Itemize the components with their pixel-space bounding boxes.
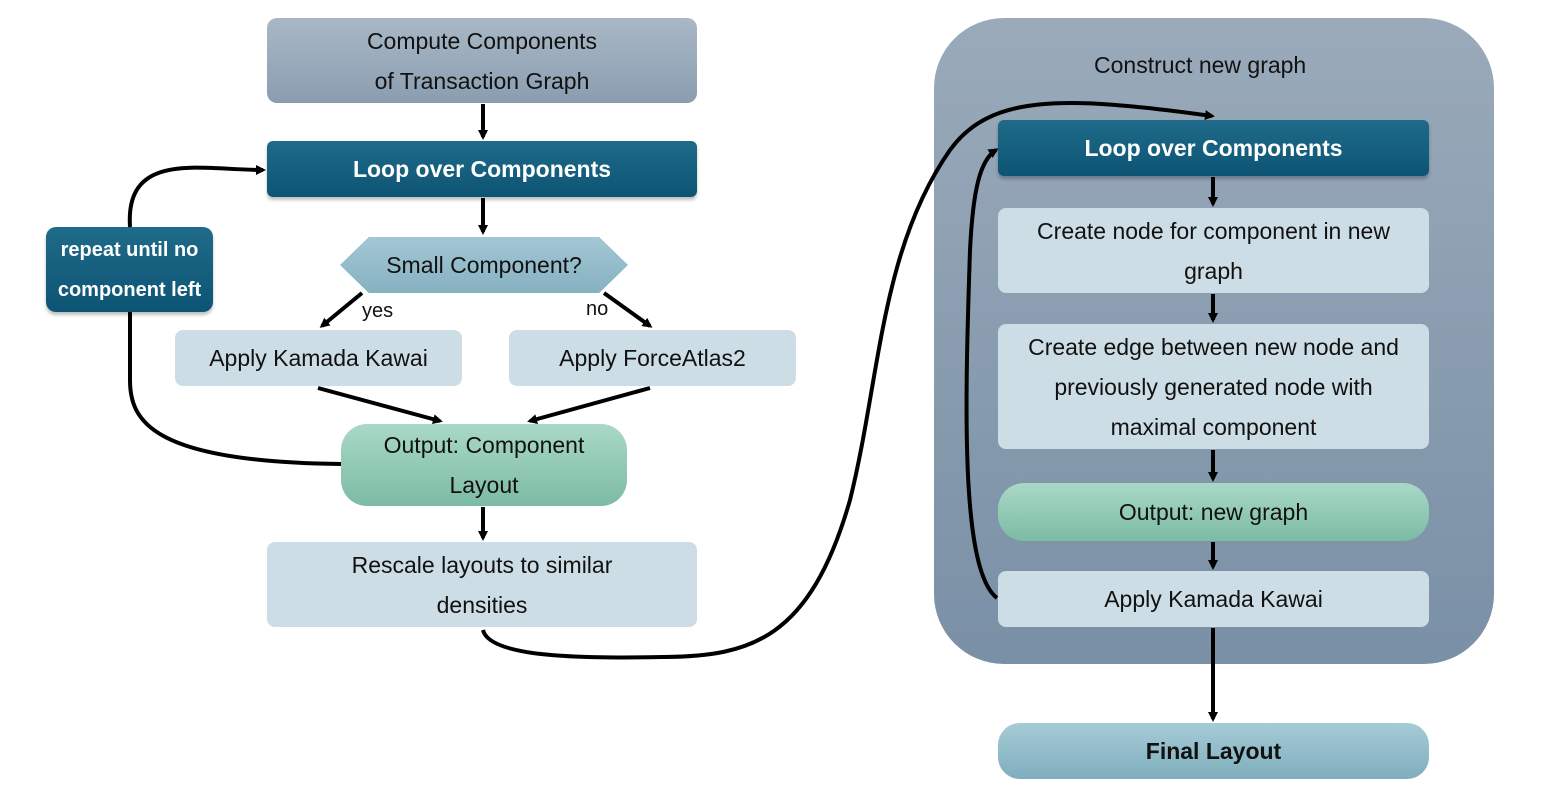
- right-loop-over-components-node[interactable]: Loop over Components: [998, 120, 1429, 176]
- arrow-rescale-to-right-loop: [481, 101, 1215, 660]
- apply-forceatlas2-node[interactable]: Apply ForceAtlas2: [509, 330, 796, 386]
- final-layout-node[interactable]: Final Layout: [998, 723, 1429, 779]
- apply-kamada-kawai-node[interactable]: Apply Kamada Kawai: [175, 330, 462, 386]
- rescale-layouts-node[interactable]: Rescale layouts to similar densities: [267, 542, 697, 627]
- output-component-layout-node[interactable]: Output: Component Layout: [341, 424, 627, 506]
- arrow-decision-to-kamada: [319, 291, 364, 328]
- arrow-kamada-back-to-loop: [964, 148, 999, 600]
- repeat-until-no-component-left-node[interactable]: repeat until no component left: [46, 227, 213, 312]
- arrow-repeat-loop: [127, 168, 342, 466]
- yes-label: yes: [362, 300, 394, 322]
- container-title: Construct new graph: [1094, 52, 1307, 78]
- loop-over-components-node[interactable]: Loop over Components: [267, 141, 697, 197]
- right-apply-kamada-kawai-node[interactable]: Apply Kamada Kawai: [998, 571, 1429, 627]
- no-label: no: [586, 298, 609, 320]
- output-new-graph-node[interactable]: Output: new graph: [998, 483, 1429, 541]
- small-component-decision[interactable]: Small Component?: [340, 237, 628, 293]
- decision-label: Small Component?: [386, 252, 582, 278]
- arrow-decision-to-forceatlas: [602, 291, 653, 328]
- create-node-for-component-node[interactable]: Create node for component in new graph: [998, 208, 1429, 293]
- arrow-kamada-to-output: [317, 386, 443, 424]
- compute-components-node[interactable]: Compute Components of Transaction Graph: [267, 18, 697, 103]
- arrow-forceatlas-to-output: [527, 386, 651, 424]
- create-edge-node[interactable]: Create edge between new node and previou…: [998, 324, 1429, 449]
